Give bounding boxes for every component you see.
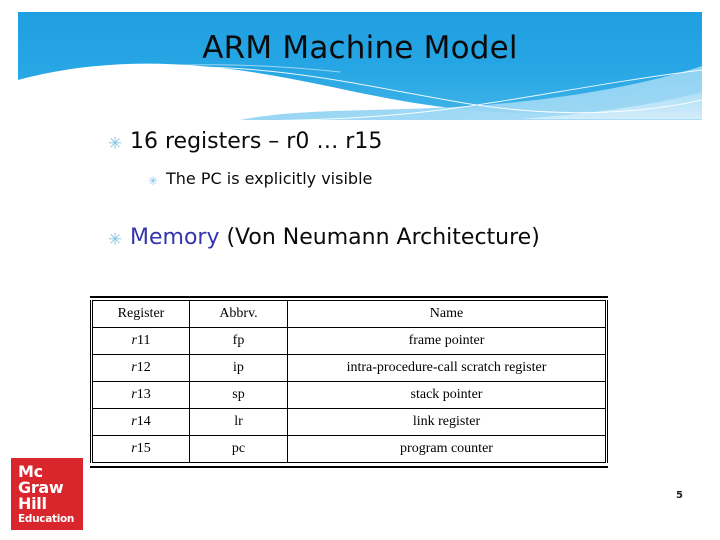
bullet-text: 16 registers – r0 … r15: [130, 129, 383, 154]
bullet-asterisk-icon: ✳: [108, 134, 123, 154]
cell-name: stack pointer: [287, 381, 607, 409]
table-header-register: Register: [91, 300, 190, 328]
register-number: 14: [136, 413, 151, 429]
logo-line-hill: Hill: [18, 494, 47, 513]
page-title: ARM Machine Model: [202, 30, 518, 66]
cell-abbrv: lr: [189, 408, 288, 436]
logo-line-graw: Graw: [18, 478, 64, 497]
bullet-item-memory: ✳ Memory (Von Neumann Architecture): [108, 224, 720, 250]
table-bottom-rule: [90, 466, 608, 468]
table-row: r13 sp stack pointer: [91, 381, 607, 409]
banner-wave-graphic: [18, 12, 702, 122]
cell-name: link register: [287, 408, 607, 436]
register-prefix: r: [131, 332, 137, 348]
register-number: 13: [136, 386, 151, 402]
register-number: 15: [136, 440, 151, 456]
cell-name: intra-procedure-call scratch register: [287, 354, 607, 382]
cell-register: r12: [91, 354, 190, 382]
cell-name: program counter: [287, 435, 607, 463]
table-row: r12 ip intra-procedure-call scratch regi…: [91, 354, 607, 382]
cell-abbrv: ip: [189, 354, 288, 382]
register-table-block: Register Abbrv. Name r11 fp frame pointe…: [90, 296, 608, 468]
table-top-rule: [90, 296, 608, 298]
cell-register: r13: [91, 381, 190, 409]
page-number: 5: [676, 490, 683, 501]
header-banner: ARM Machine Model: [0, 0, 720, 122]
bullet-item-pc-visible: ✳ The PC is explicitly visible: [148, 170, 720, 188]
cell-name: frame pointer: [287, 327, 607, 355]
bullet-asterisk-icon: ✳: [148, 174, 159, 189]
table-header-name: Name: [287, 300, 607, 328]
cell-abbrv: sp: [189, 381, 288, 409]
bullet-asterisk-icon: ✳: [108, 229, 123, 250]
bullet-item-registers: ✳ 16 registers – r0 … r15: [108, 129, 720, 154]
register-table: Register Abbrv. Name r11 fp frame pointe…: [90, 300, 608, 463]
cell-register: r14: [91, 408, 190, 436]
table-row: r11 fp frame pointer: [91, 327, 607, 355]
table-row: r14 lr link register: [91, 408, 607, 436]
logo-line-education: Education: [18, 513, 75, 525]
mcgraw-hill-education-logo: Mc Graw Hill Education: [11, 458, 83, 530]
accent-word-memory: Memory: [130, 224, 220, 250]
bullet-text-remainder: (Von Neumann Architecture): [219, 224, 540, 250]
cell-register: r15: [91, 435, 190, 463]
cell-abbrv: pc: [189, 435, 288, 463]
slide-body: ✳ 16 registers – r0 … r15 ✳ The PC is ex…: [0, 122, 720, 250]
register-prefix: r: [131, 413, 137, 429]
register-number: 12: [136, 359, 151, 375]
register-prefix: r: [131, 440, 137, 456]
table-row: r15 pc program counter: [91, 435, 607, 463]
register-number: 11: [136, 332, 151, 348]
register-prefix: r: [131, 386, 137, 402]
register-prefix: r: [131, 359, 137, 375]
cell-register: r11: [91, 327, 190, 355]
bullet-text: The PC is explicitly visible: [166, 169, 373, 189]
table-header-abbrv: Abbrv.: [189, 300, 288, 328]
bullet-text: Memory (Von Neumann Architecture): [130, 224, 540, 250]
table-header-row: Register Abbrv. Name: [91, 300, 607, 328]
logo-line-mc: Mc: [18, 462, 43, 481]
cell-abbrv: fp: [189, 327, 288, 355]
